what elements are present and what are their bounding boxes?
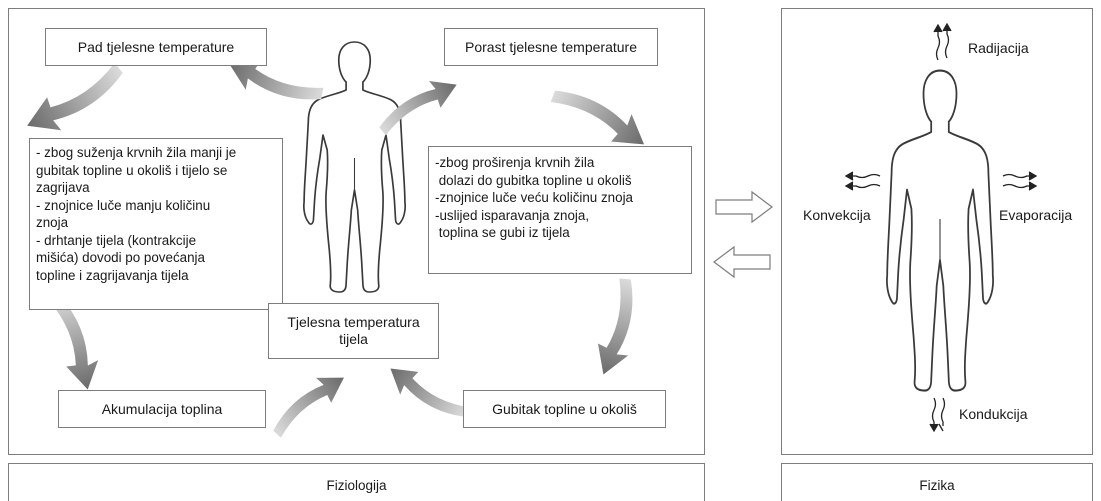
- physiology-footer: Fiziologija: [8, 463, 705, 501]
- arrow-porast-down-icon: [547, 75, 655, 157]
- physics-footer-label: Fizika: [919, 478, 955, 493]
- right-explanation-box: -zbog proširenja krvnih žila dolazi do g…: [428, 146, 692, 274]
- convection-label: Konvekcija: [803, 207, 871, 223]
- left-text-line: - drhtanje tijela (kontrakcije: [36, 232, 197, 248]
- radiation-label: Radijacija: [968, 40, 1029, 56]
- convection-arrows-icon: [844, 171, 881, 191]
- gubitak-label: Gubitak topline u okoliš: [492, 400, 637, 417]
- porast-temperature-box: Porast tjelesne temperature: [444, 28, 658, 66]
- hollow-arrow-left-icon: [713, 245, 771, 279]
- left-explanation-box: - zbog suženja krvnih žila manji je gubi…: [29, 138, 283, 310]
- right-text-line: -znojnice luče veću količinu znoja: [435, 190, 633, 205]
- right-text-line: -uslijed isparavanja znoja,: [435, 207, 590, 223]
- evaporation-arrows-icon: [1002, 171, 1038, 191]
- arrow-akumulacija-up-icon: [263, 364, 352, 442]
- pad-temperature-box: Pad tjelesne temperature: [45, 28, 267, 66]
- akumulacija-label: Akumulacija toplina: [101, 400, 223, 417]
- arrow-right-down-icon: [590, 275, 648, 380]
- left-text-line: znoja: [36, 215, 69, 230]
- body-figure-icon: [302, 41, 407, 293]
- center-temperature-label: Tjelesna temperatura tijela: [287, 314, 420, 347]
- evaporation-label: Evaporacija: [999, 207, 1073, 223]
- left-text-line: - zbog suženja krvnih žila manji je: [36, 145, 237, 160]
- right-text-line: dolazi do gubitka topline u okoliš: [435, 172, 632, 188]
- arrow-gubitak-up-icon: [381, 358, 472, 430]
- left-text-line: - znojnice luče manju količinu: [36, 197, 211, 213]
- center-temperature-box: Tjelesna temperatura tijela: [268, 303, 439, 359]
- physiology-footer-label: Fiziologija: [326, 478, 387, 493]
- right-text-line: -zbog proširenja krvnih žila: [435, 155, 595, 170]
- left-text-line: mišića) dovodi po povećanja: [36, 250, 205, 265]
- akumulacija-box: Akumulacija toplina: [58, 390, 266, 428]
- hollow-arrow-right-icon: [715, 190, 773, 224]
- arrow-pad-down-icon: [19, 58, 133, 144]
- body-figure-physics-icon: [885, 69, 995, 392]
- gubitak-box: Gubitak topline u okoliš: [463, 390, 666, 428]
- pad-temperature-label: Pad tjelesne temperature: [77, 38, 235, 55]
- conduction-label: Kondukcija: [959, 406, 1028, 422]
- physics-footer: Fizika: [781, 463, 1093, 501]
- conduction-arrows-icon: [929, 397, 946, 433]
- left-text-line: gubitak topline u okoliš i tijelo se: [36, 162, 228, 178]
- radiation-arrows-icon: [933, 22, 952, 61]
- left-text-line: topline i zagrijavanja tijela: [36, 267, 189, 283]
- porast-temperature-label: Porast tjelesne temperature: [465, 38, 637, 55]
- right-text-line: toplina se gubi iz tijela: [435, 225, 570, 240]
- left-text-line: zagrijava: [36, 180, 90, 195]
